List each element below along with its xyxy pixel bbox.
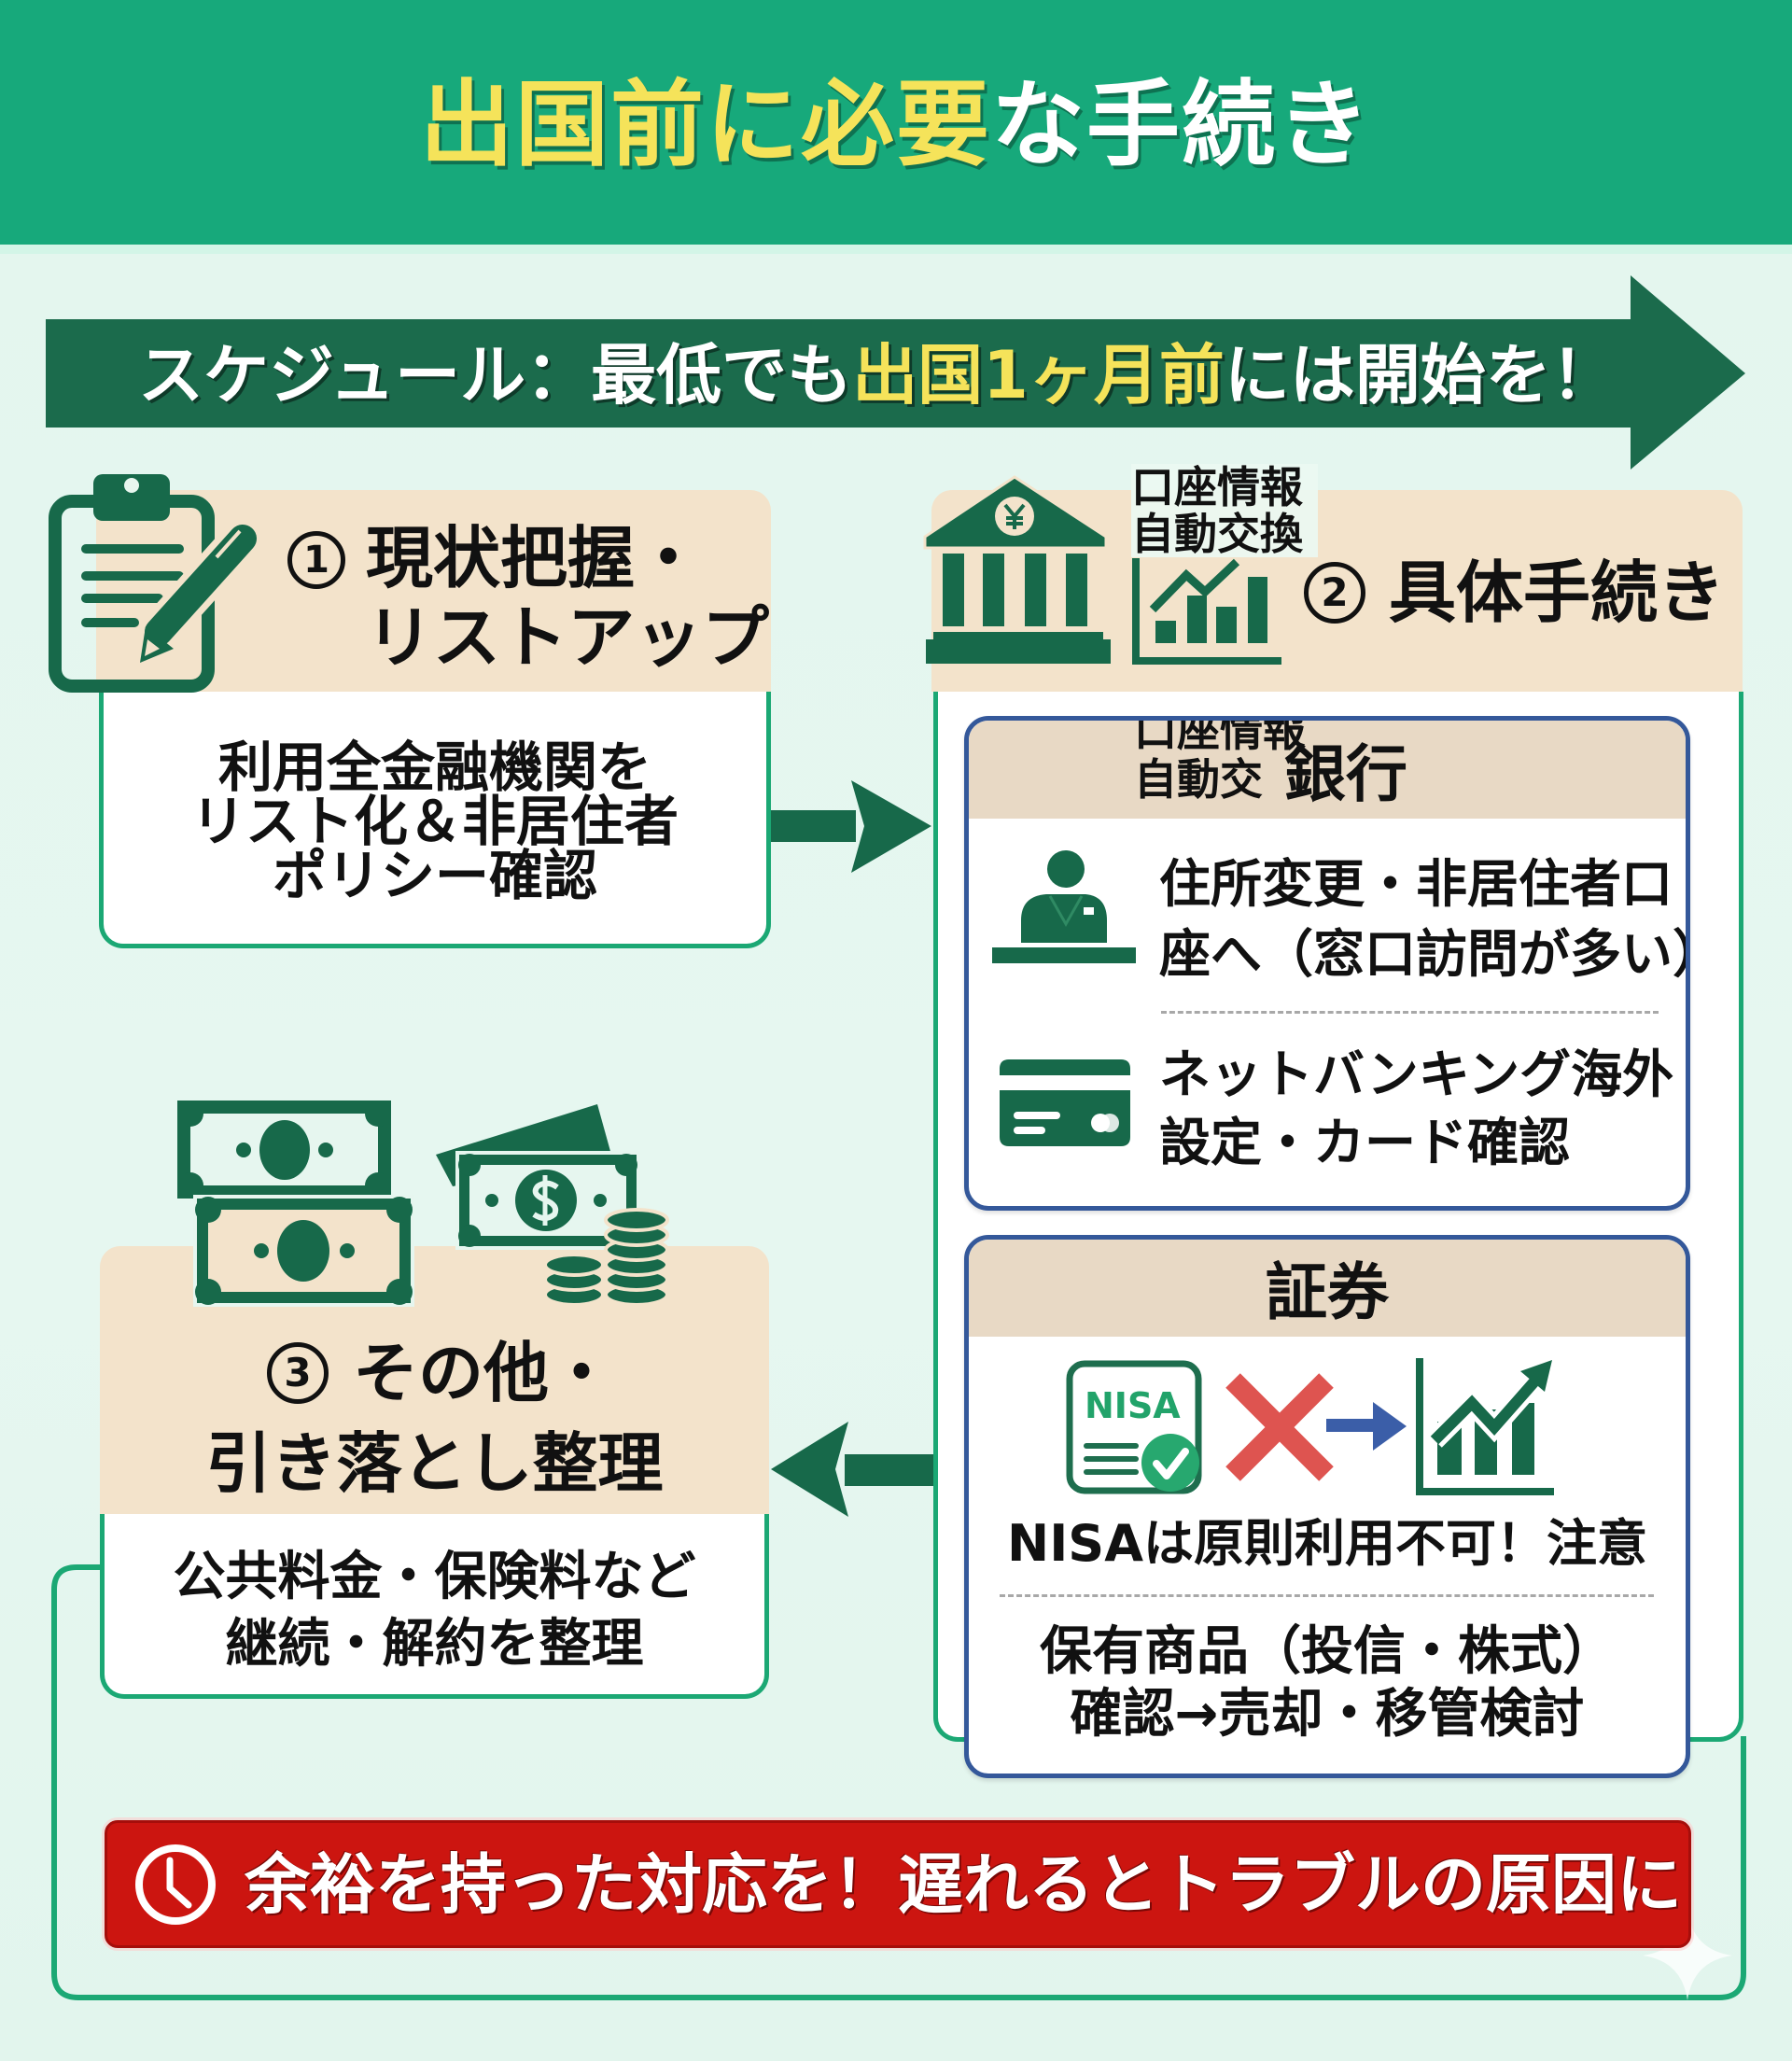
schedule-suffix: には開始を！ [1224, 337, 1617, 414]
securities-section-title: 証券 [1266, 1256, 1389, 1328]
header-divider [0, 245, 1792, 254]
banknote-icon [177, 1101, 391, 1199]
ghost-caption-line: 自動交 [1134, 754, 1263, 805]
schedule-prefix: スケジュール：最低でも [138, 337, 853, 414]
step1-description: 利用全金融機関を リスト化＆非居住者 ポリシー確認 [99, 740, 771, 903]
bank-section-title: 銀行 [1284, 738, 1407, 810]
bank-item-net-banking: ネットバンキング海外 設定・カード確認 [1159, 1041, 1673, 1177]
schedule-banner-text: スケジュール：最低でも出国1ヶ月前には開始を！ [112, 338, 1643, 413]
step3-description-line: 公共料金・保険料など [173, 1547, 696, 1607]
ghost-caption-line: 口座情報 [1134, 716, 1306, 756]
nisa-label: NISA [1085, 1385, 1181, 1426]
step1-number-badge: 1 [287, 531, 345, 589]
schedule-arrow-icon [46, 275, 1745, 470]
bank-teller-icon [992, 850, 1136, 963]
caption-line: 自動交換 [1131, 509, 1303, 559]
securities-section-header [969, 1240, 1686, 1337]
securities-line: 保有商品（投信・株式） [1040, 1621, 1615, 1682]
securities-section: 証券 NISA NISAは原則利用不可！注意 保有商品（投信・株式） 確認→売却… [964, 1235, 1690, 1778]
clipboard-pencil-icon [49, 474, 259, 693]
dashed-divider [1000, 1594, 1654, 1597]
bank-section: 口座情報 自動交 銀行 住所変更・非居住者口 座へ（窓口訪問が多い） ネットバン… [964, 716, 1690, 1211]
nisa-warning-text: NISAは原則利用不可！注意 [1007, 1514, 1647, 1573]
bank-ghost-caption: 口座情報 自動交 [1134, 716, 1306, 805]
step1-title-line2: リストアップ [366, 598, 770, 677]
step3-description: 公共料金・保険料など 継続・解約を整理 [100, 1544, 769, 1678]
step1-title-line1: 現状把握・ [366, 519, 703, 597]
header-banner [0, 0, 1792, 245]
red-x-icon [1225, 1373, 1334, 1481]
dashed-divider [1161, 1011, 1659, 1014]
dollar-bill-icon [436, 1104, 640, 1250]
bank-icon [923, 475, 1111, 664]
flow-arrow-step1-to-step2 [767, 780, 931, 873]
securities-line: 確認→売却・移管検討 [1070, 1684, 1585, 1745]
page-title-highlight: 出国前に必要 [420, 70, 991, 179]
page-title-rest: な手続き [991, 70, 1372, 179]
step3-title-line2: 引き落とし整理 [205, 1425, 664, 1502]
warning-banner-text: 余裕を持った対応を！遅れるとトラブルの原因に [245, 1846, 1682, 1923]
step1-description-line: ポリシー確認 [272, 844, 597, 907]
coin-stack-icon [543, 1208, 669, 1307]
securities-holdings-text: 保有商品（投信・株式） 確認→売却・移管検討 [969, 1620, 1686, 1746]
bank-item-address-change: 住所変更・非居住者口 座へ（窓口訪問が多い） [1159, 849, 1690, 989]
flow-arrow-step2-to-step3 [771, 1422, 934, 1517]
schedule-highlight: 出国1ヶ月前 [852, 337, 1225, 414]
page-title: 出国前に必要な手続き [0, 73, 1792, 177]
bank-section-header [969, 721, 1686, 819]
step1-description-line: 利用全金融機関を [217, 736, 651, 799]
bank-item-line: 座へ（窓口訪問が多い） [1159, 924, 1690, 984]
credit-card-icon [1000, 1059, 1130, 1146]
bank-item-line: 設定・カード確認 [1159, 1113, 1571, 1172]
step1-description-line: リスト化＆非居住者 [190, 790, 679, 853]
step2-title: 具体手続き [1389, 554, 1726, 632]
clock-icon [135, 1844, 216, 1925]
bank-item-line: 住所変更・非居住者口 [1159, 854, 1673, 914]
caption-line: 口座情報 [1131, 462, 1303, 512]
account-info-exchange-caption: 口座情報 自動交換 [1131, 464, 1318, 557]
warning-banner: 余裕を持った対応を！遅れるとトラブルの原因に [105, 1820, 1691, 1948]
step3-title-line1: その他・ [353, 1335, 614, 1411]
step1-card-body [99, 692, 771, 948]
blue-arrow-right-icon [1326, 1402, 1407, 1451]
bar-chart-icon [1132, 558, 1281, 665]
step3-number-badge: 3 [267, 1342, 329, 1404]
sparkle-icon [1643, 1911, 1732, 2000]
growth-chart-icon [1416, 1358, 1554, 1495]
nisa-document-check-icon: NISA [1066, 1360, 1202, 1494]
cash-and-coins-icon [177, 1101, 669, 1307]
outer-frame-line [51, 1564, 1746, 2000]
banknote-icon [193, 1195, 414, 1307]
step3-description-line: 継続・解約を整理 [225, 1614, 644, 1675]
step3-card-body [100, 1514, 769, 1699]
step2-number-badge: 2 [1304, 562, 1365, 624]
bank-item-line: ネットバンキング海外 [1159, 1045, 1674, 1104]
